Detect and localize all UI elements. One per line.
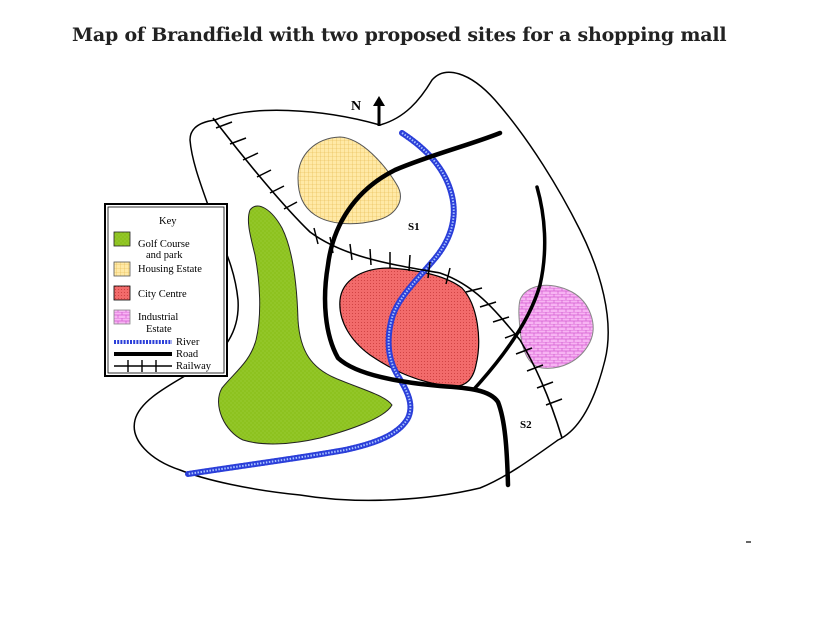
railway — [212, 117, 563, 439]
golf-course-park — [218, 205, 393, 445]
key-heading: Key — [159, 216, 177, 227]
key-label-industrial-line2: Estate — [146, 324, 172, 335]
river-highlight — [187, 132, 455, 475]
key-label-city-centre: City Centre — [138, 289, 187, 300]
road-east — [473, 185, 547, 390]
housing-estate — [297, 136, 401, 225]
north-label: N — [351, 99, 361, 114]
road-main — [322, 130, 511, 488]
north-arrow-icon — [373, 96, 385, 126]
site-s1-label: S1 — [408, 221, 420, 233]
key-label-railway: Railway — [176, 361, 212, 372]
key-label-golf-line2: and park — [146, 250, 183, 261]
map-key: Key Golf Course and park Housing Estate … — [104, 203, 228, 377]
key-label-golf-line1: Golf Course — [138, 239, 190, 250]
site-s2-label: S2 — [520, 419, 532, 431]
city-centre — [339, 267, 480, 387]
map-title: Map of Brandfield with two proposed site… — [72, 24, 727, 46]
key-label-river: River — [176, 337, 200, 348]
key-label-industrial-line1: Industrial — [138, 312, 178, 323]
industrial-estate — [518, 284, 594, 369]
key-label-housing: Housing Estate — [138, 264, 202, 275]
town-boundary — [133, 71, 609, 502]
key-label-road: Road — [176, 349, 199, 360]
